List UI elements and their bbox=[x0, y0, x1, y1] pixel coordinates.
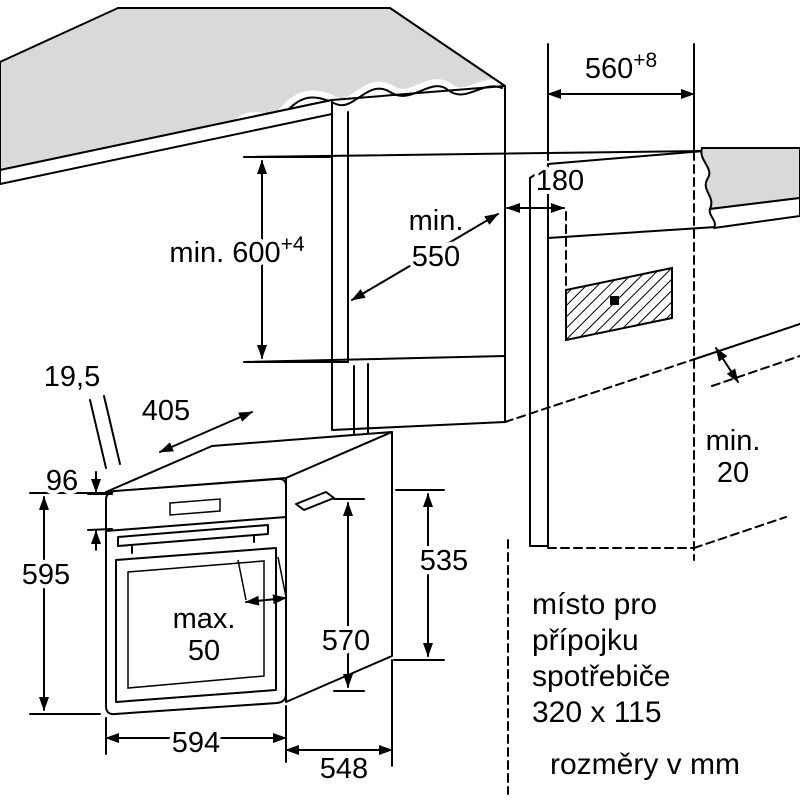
ext-door-overhang-b bbox=[103, 395, 121, 465]
oven-door-glass bbox=[127, 560, 265, 689]
dim-rear-gap-value: 20 bbox=[717, 457, 749, 489]
dim-body-height-label: 535 bbox=[420, 545, 468, 577]
connection-area bbox=[565, 266, 673, 342]
control-panel-divider bbox=[105, 516, 287, 532]
connection-note-line3: spotřebiče bbox=[532, 660, 670, 693]
worktop-right-front-edge bbox=[708, 197, 800, 229]
connection-point-marker bbox=[610, 296, 619, 305]
arrow-top-depth bbox=[159, 411, 253, 453]
oven-door-outline bbox=[115, 547, 277, 703]
dim-panel-height-label: 96 bbox=[46, 465, 78, 497]
dim-door-overhang-label: 19,5 bbox=[44, 361, 100, 393]
unit-note: rozměry v mm bbox=[550, 748, 740, 781]
worktop-left bbox=[0, 7, 509, 185]
worktop-right-underside-back bbox=[547, 150, 705, 165]
dim-niche-depth-word: min. bbox=[409, 205, 464, 237]
dim-oven-height-label: 595 bbox=[22, 559, 70, 591]
ext-panel-height-bottom bbox=[87, 528, 113, 531]
dim-rear-gap-word: min. bbox=[706, 425, 761, 457]
wall-floor-junction bbox=[691, 323, 800, 361]
dim-oven-width-label: 594 bbox=[172, 727, 220, 759]
dim-niche-width-label: 560+8 bbox=[585, 49, 657, 85]
dim-handle-depth-value: 50 bbox=[188, 635, 220, 667]
housing-bottom-edge bbox=[331, 421, 506, 431]
niche-bottom-hidden-edge bbox=[504, 359, 693, 423]
connection-note-line1: místo pro bbox=[532, 588, 657, 621]
dim-connection-offset-label: 180 bbox=[536, 165, 584, 197]
oven-housing bbox=[243, 85, 705, 463]
worktop-right bbox=[529, 147, 800, 547]
worktop-left-top-surface bbox=[0, 8, 505, 170]
dim-oven-depth-label: 548 bbox=[320, 753, 368, 785]
worktop-right-underside-front bbox=[547, 226, 717, 239]
arrow-niche-depth bbox=[351, 213, 499, 301]
panel-top-cap bbox=[529, 165, 549, 179]
connection-note-line4: 320 x 115 bbox=[532, 696, 662, 729]
arrow-rear-gap bbox=[715, 347, 739, 383]
dim-cavity-height-label: 570 bbox=[322, 625, 370, 657]
ext-handle-depth-b bbox=[277, 556, 287, 598]
control-panel-display bbox=[169, 498, 221, 516]
dim-top-depth-label: 405 bbox=[142, 395, 190, 427]
dim-niche-depth-value: 550 bbox=[412, 241, 460, 273]
cabinet-bottom-hidden-right bbox=[693, 516, 787, 549]
oven-side-face bbox=[285, 431, 393, 703]
dimension-lines bbox=[29, 43, 739, 767]
oven bbox=[105, 431, 393, 716]
labels: min. 600+4 min. 550 560+8 180 min. 20 19… bbox=[18, 45, 765, 789]
connection-note-line2: přípojku bbox=[532, 624, 639, 657]
oven-front-face bbox=[105, 477, 287, 716]
ext-door-overhang-a bbox=[89, 399, 107, 469]
ext-handle-depth-a bbox=[237, 559, 247, 601]
dim-niche-height-label: min. 600+4 bbox=[169, 233, 304, 269]
arrow-handle-depth bbox=[245, 594, 287, 606]
oven-handle bbox=[117, 524, 269, 547]
dim-handle-depth-word: max. bbox=[173, 603, 236, 635]
